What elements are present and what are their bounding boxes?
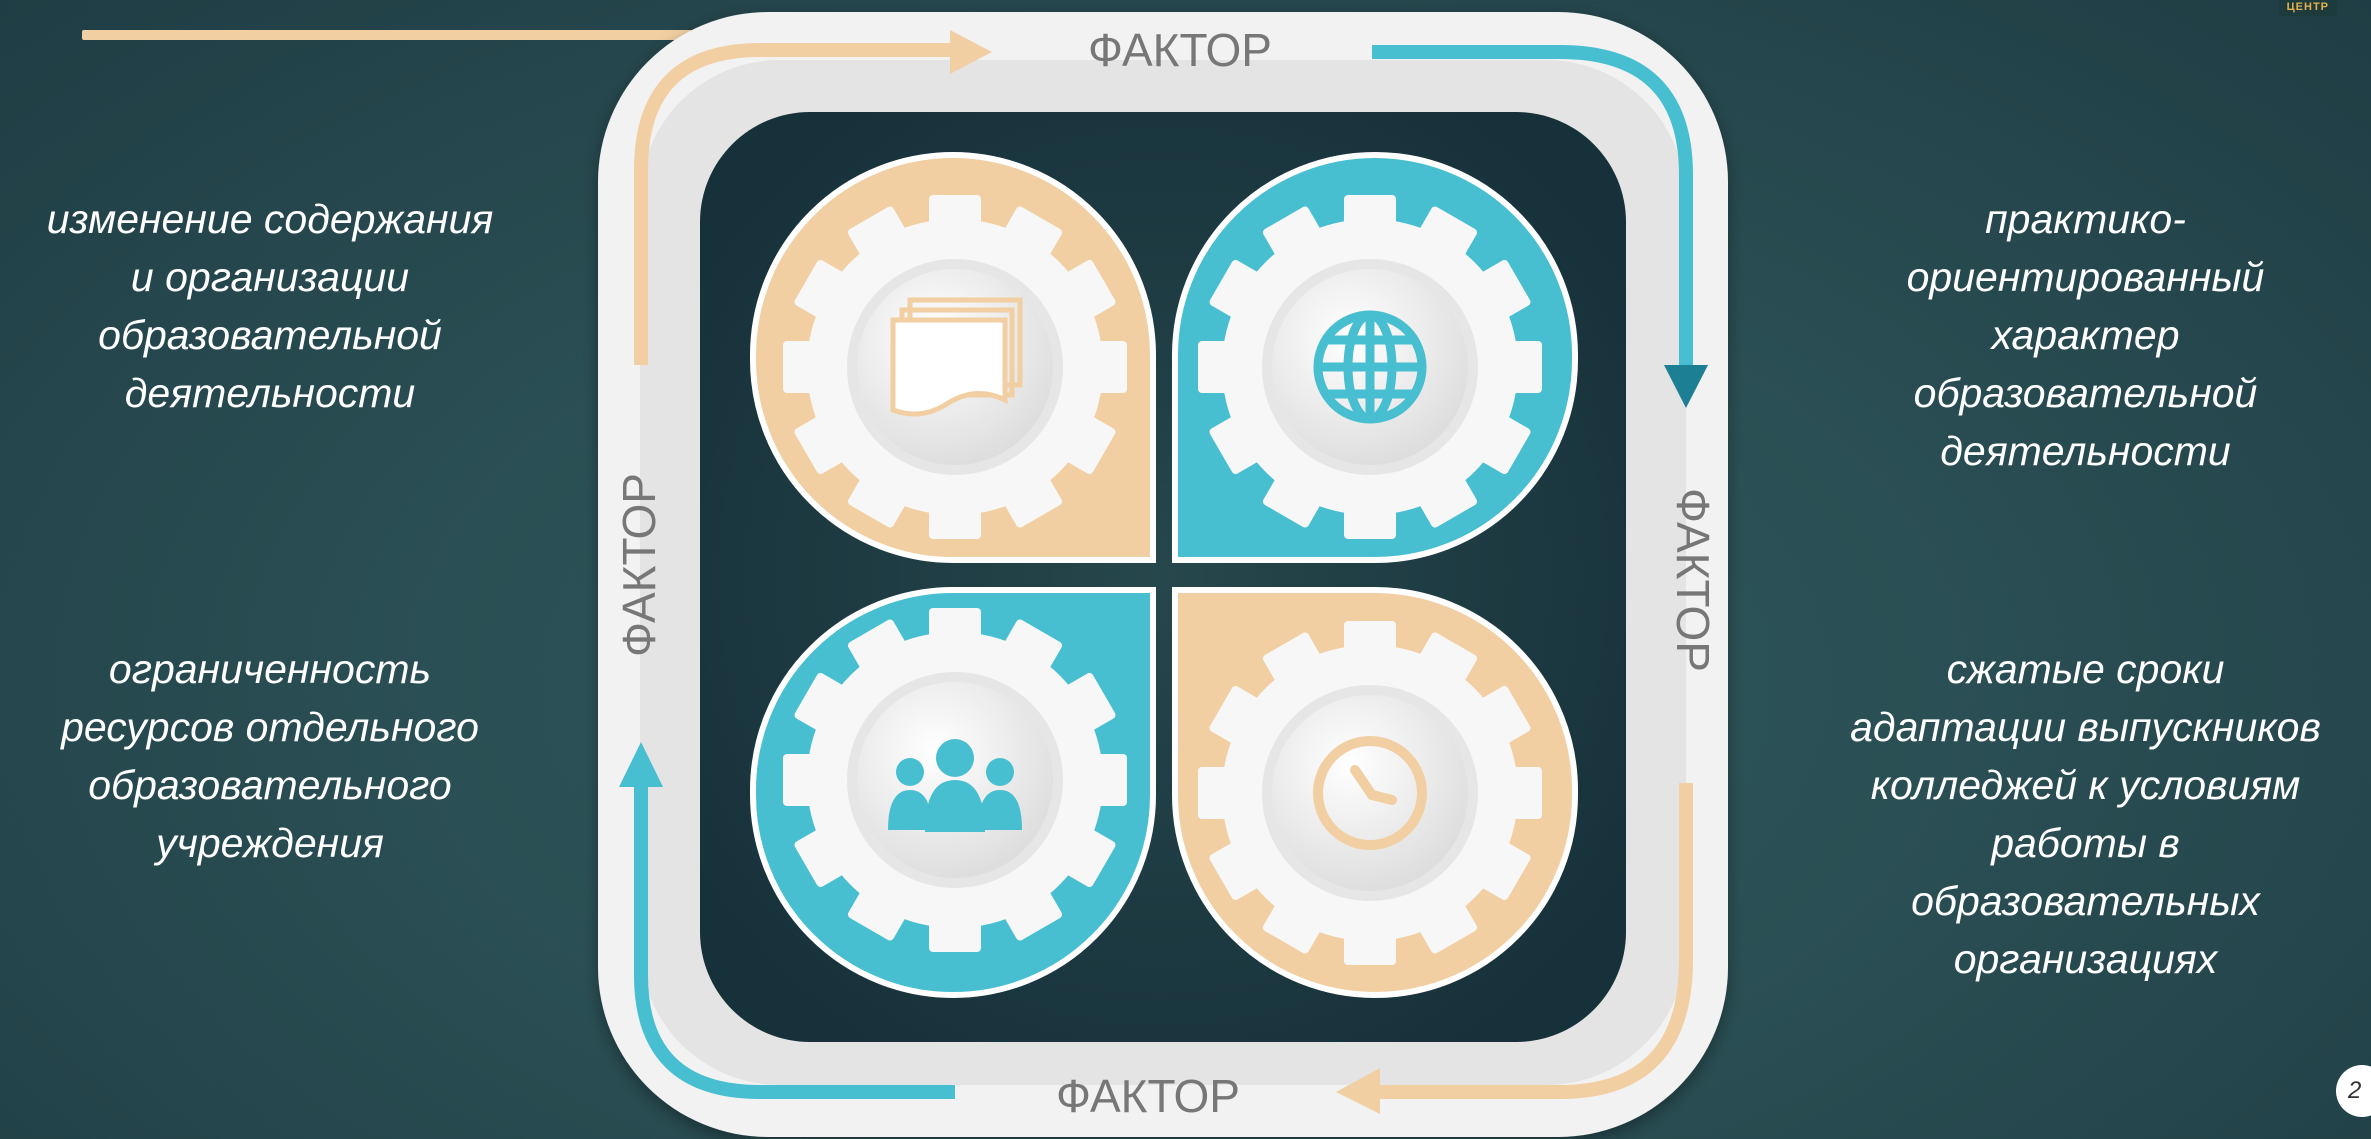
factor-text-top-right: практико- ориентированный характер образ… bbox=[1906, 196, 2265, 474]
arrow-top-left bbox=[634, 30, 992, 365]
factor-text-bottom-left: ограниченность ресурсов отдельного образ… bbox=[61, 646, 479, 866]
page-number: 2 bbox=[2336, 1065, 2371, 1117]
quadrant-bottom-left bbox=[750, 587, 1156, 999]
factor-label-left: ФАКТОР bbox=[613, 473, 665, 657]
arrow-top-right bbox=[1372, 45, 1708, 408]
factor-label-right: ФАКТОР bbox=[1667, 488, 1719, 672]
quadrant-bottom-right bbox=[1172, 587, 1578, 999]
factor-text-bottom-right: сжатые сроки адаптации выпускников колле… bbox=[1850, 646, 2321, 982]
factor-label-top: ФАКТОР bbox=[1088, 24, 1272, 76]
arrow-bottom-left bbox=[619, 742, 955, 1099]
logo: ЦЕНТР bbox=[2278, 0, 2337, 16]
arrow-bottom-right bbox=[1336, 783, 1693, 1114]
globe-icon bbox=[1313, 310, 1427, 424]
quadrant-top-right bbox=[1172, 151, 1578, 563]
outer-frame bbox=[598, 12, 1728, 1137]
team-icon bbox=[888, 739, 1022, 832]
factor-text-top-left: изменение содержания и организации образ… bbox=[46, 196, 494, 416]
accent-bar bbox=[82, 30, 692, 40]
clock-icon bbox=[1313, 736, 1427, 850]
factor-label-bottom: ФАКТОР bbox=[1056, 1070, 1240, 1122]
documents-icon bbox=[890, 297, 1023, 417]
quadrant-top-left bbox=[750, 151, 1156, 563]
